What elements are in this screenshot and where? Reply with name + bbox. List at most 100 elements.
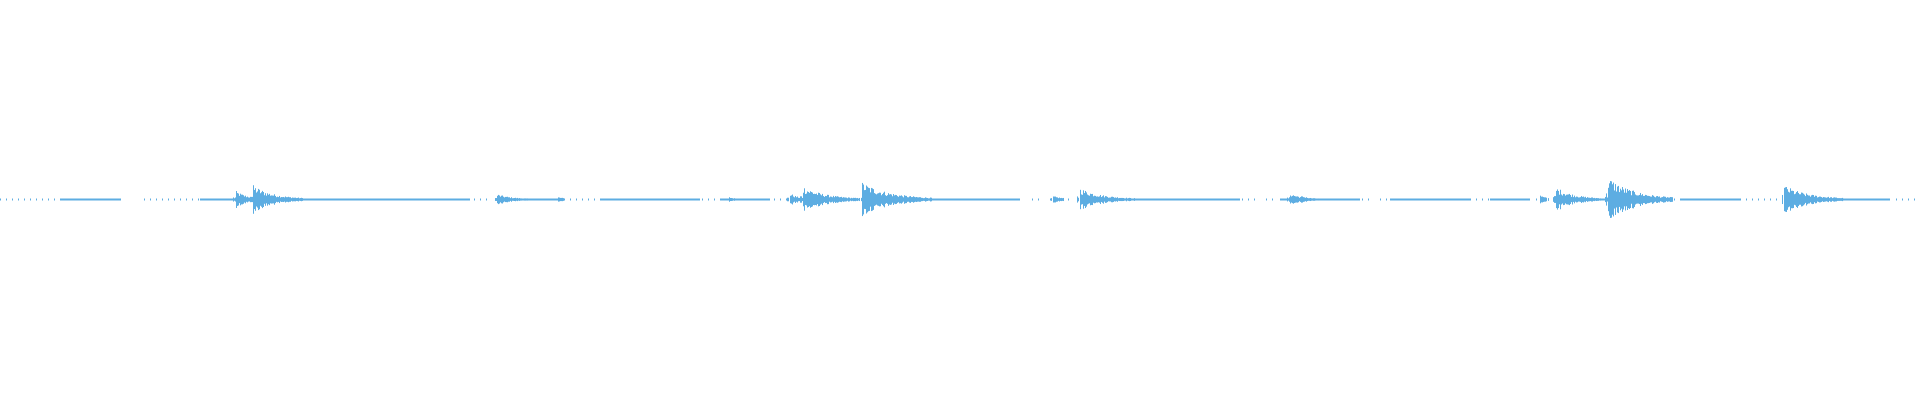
waveform-sample [1517,198,1518,201]
waveform-sample [1520,198,1521,201]
waveform-sample [1455,198,1456,201]
waveform-sample [1184,198,1185,201]
waveform-sample [923,198,924,201]
waveform-sample [257,191,258,208]
waveform-sample [404,198,405,201]
waveform-sample [1698,198,1699,201]
waveform-sample [1358,198,1359,201]
waveform-sample [391,198,392,201]
waveform-sample [1392,198,1393,201]
waveform-sample [988,198,989,201]
waveform-sample [210,198,211,201]
waveform-sample [1442,198,1443,201]
waveform-sample [1009,198,1010,201]
waveform-sample [1810,196,1811,203]
waveform-sample [1896,198,1897,201]
waveform-sample [1889,198,1890,201]
waveform-sample [208,198,209,201]
waveform-sample [550,198,551,201]
waveform-sample [615,198,616,201]
waveform-sample [611,198,612,201]
waveform-sample [89,198,90,201]
waveform-sample [280,197,281,202]
waveform-sample [904,195,905,204]
waveform-sample [977,198,978,201]
waveform-sample [1057,197,1058,202]
waveform-sample [1197,198,1198,201]
waveform-sample [1879,198,1880,201]
waveform-sample [245,195,246,204]
waveform-sample [1171,198,1172,201]
waveform-sample [1825,197,1826,202]
waveform-sample [1215,198,1216,201]
waveform-sample [557,198,558,201]
waveform-sample [1448,198,1449,201]
waveform-sample [1406,198,1407,201]
waveform-sample [728,198,729,201]
waveform-sample [1397,198,1398,201]
waveform-sample [264,195,265,204]
waveform-sample [555,198,556,201]
waveform-sample [1670,196,1671,203]
waveform-sample [1178,198,1179,201]
waveform-sample [1735,198,1736,201]
waveform-sample [1332,198,1333,201]
waveform-sample [862,182,863,217]
waveform-sample [762,198,763,201]
waveform-sample [1786,187,1787,212]
waveform-sample [688,198,689,201]
waveform-sample [1623,189,1624,210]
waveform-sample [1005,198,1006,201]
waveform-sample [624,198,625,201]
waveform-sample [993,198,994,201]
waveform-sample [110,198,111,201]
waveform-sample [1868,198,1869,201]
waveform-sample [1216,198,1217,201]
waveform-sample [1092,193,1093,206]
waveform-sample [1204,198,1205,201]
waveform-sample [384,198,385,201]
waveform-sample [1320,198,1321,201]
waveform-sample [330,198,331,201]
waveform-sample [1796,192,1797,207]
waveform-sample [1161,198,1162,201]
waveform-sample [609,198,610,201]
waveform-sample [71,198,72,201]
waveform-sample [1599,198,1600,201]
waveform-sample [1685,198,1686,201]
waveform-sample [1012,198,1013,201]
waveform-sample [887,195,888,204]
waveform-sample [1553,197,1554,202]
waveform-sample [1612,184,1613,215]
waveform-sample [1833,197,1834,202]
waveform-sample [1606,193,1607,206]
waveform-sample [347,198,348,201]
waveform-sample [680,198,681,201]
waveform-sample [634,198,635,201]
waveform-sample [1500,198,1501,201]
waveform-sample [1221,198,1222,201]
waveform-sample [1713,198,1714,201]
waveform-sample [446,198,447,201]
waveform-sample [753,198,754,201]
waveform-sample [1137,198,1138,201]
waveform-sample [387,198,388,201]
waveform-sample [1614,190,1615,209]
waveform-sample [459,198,460,201]
waveform-sample [1450,198,1451,201]
waveform-sample [1083,190,1084,209]
waveform-sample [1902,198,1903,201]
waveform-sample [1545,197,1546,202]
waveform-sample [314,198,315,201]
waveform-sample [1818,197,1819,202]
waveform-sample [726,198,727,201]
waveform-sample [309,198,310,201]
waveform-sample [1356,198,1357,201]
waveform-sample [1504,198,1505,201]
waveform-sample [1424,198,1425,201]
waveform-sample [1116,197,1117,202]
waveform-sample [1654,196,1655,203]
waveform-sample [1123,197,1124,202]
waveform-sample [774,198,775,201]
